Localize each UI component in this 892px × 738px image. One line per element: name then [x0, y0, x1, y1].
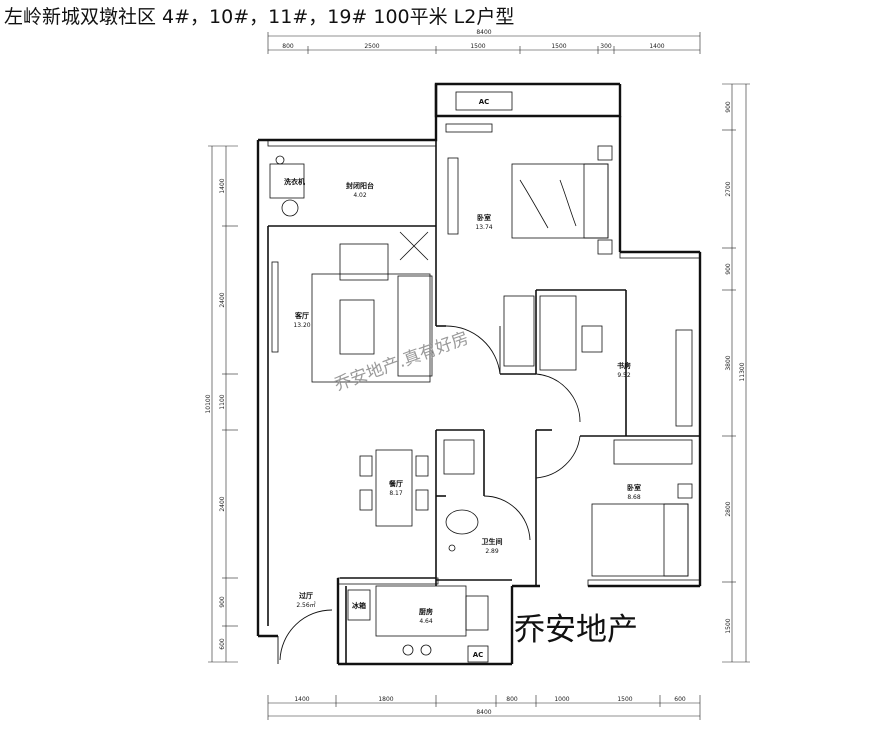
left-dim-1: 1400: [219, 178, 226, 193]
living-label: 客厅: [294, 311, 309, 320]
bottom-dim-2: 1800: [378, 696, 393, 703]
top-total-dim: 8400: [476, 29, 491, 36]
right-dim-4: 3800: [725, 355, 732, 370]
study-furniture: [503, 295, 693, 427]
right-total-dim: 11300: [739, 362, 746, 381]
left-dim-5: 900: [219, 596, 226, 608]
right-dim-2: 2700: [725, 181, 732, 196]
interior-walls: [267, 116, 700, 664]
hall-label: 过厅: [299, 591, 313, 600]
study-area: 9.52: [617, 372, 631, 379]
bottom-dim-6: 600: [674, 696, 686, 703]
living-furniture: [311, 231, 433, 383]
left-dimensions: [208, 145, 238, 663]
bottom-dimensions: [267, 695, 701, 720]
windows: [267, 139, 701, 587]
door-swings: [277, 325, 581, 664]
balcony-area: 4.02: [353, 192, 367, 199]
top-dim-3: 1500: [470, 43, 485, 50]
study-label: 书房: [617, 361, 631, 370]
bottom-dim-3: 800: [506, 696, 518, 703]
left-total-dim: 10100: [205, 394, 212, 413]
top-dim-6: 1400: [649, 43, 664, 50]
master-bed-label: 卧室: [477, 213, 491, 222]
right-dim-6: 1500: [725, 618, 732, 633]
bottom-dim-4: 1000: [554, 696, 569, 703]
top-dimensions: [267, 32, 701, 54]
bed2-label: 卧室: [627, 483, 641, 492]
watermark-corner: 乔安地产: [514, 612, 638, 648]
ac-kitchen-label: AC: [473, 651, 484, 659]
left-dim-4: 2400: [219, 496, 226, 511]
top-dim-4: 1500: [551, 43, 566, 50]
right-dim-5: 2800: [725, 501, 732, 516]
washer: [269, 155, 305, 217]
bed2-furniture: [591, 439, 693, 577]
laundry-label: 洗衣机: [284, 177, 305, 186]
bath-label: 卫生间: [482, 537, 503, 546]
dining-area: 8.17: [389, 490, 403, 497]
top-dim-5: 300: [600, 43, 612, 50]
hall-area: 2.56㎡: [296, 601, 315, 609]
living-area: 13.20: [293, 322, 310, 329]
bottom-total-dim: 8400: [476, 709, 491, 716]
balcony-label: 封闭阳台: [346, 181, 374, 190]
bottom-dim-5: 1500: [617, 696, 632, 703]
right-dim-1: 900: [725, 101, 732, 113]
bath-fixtures: [443, 439, 479, 552]
kitchen-label: 厨房: [419, 607, 433, 616]
left-dim-3: 1100: [219, 394, 226, 409]
left-dim-2: 2400: [219, 292, 226, 307]
master-bed: [445, 91, 613, 255]
top-dim-2: 2500: [364, 43, 379, 50]
dining-label: 餐厅: [388, 479, 403, 488]
left-dim-6: 600: [219, 638, 226, 650]
bottom-dim-1: 1400: [294, 696, 309, 703]
fridge-label: 冰箱: [352, 601, 366, 610]
kitchen-fixtures: [347, 585, 489, 663]
ac-top-label: AC: [479, 98, 490, 106]
kitchen-area: 4.64: [419, 618, 433, 625]
right-dimensions: [722, 83, 750, 663]
dining-furniture: [359, 449, 429, 527]
bed2-area: 8.68: [627, 494, 641, 501]
walls: [256, 82, 702, 666]
page-title: 左岭新城双墩社区 4#，10#，11#，19# 100平米 L2户型: [4, 6, 515, 28]
bath-area: 2.89: [485, 548, 499, 555]
top-dim-1: 800: [282, 43, 294, 50]
right-dim-3: 900: [725, 263, 732, 275]
master-bed-area: 13.74: [475, 224, 492, 231]
